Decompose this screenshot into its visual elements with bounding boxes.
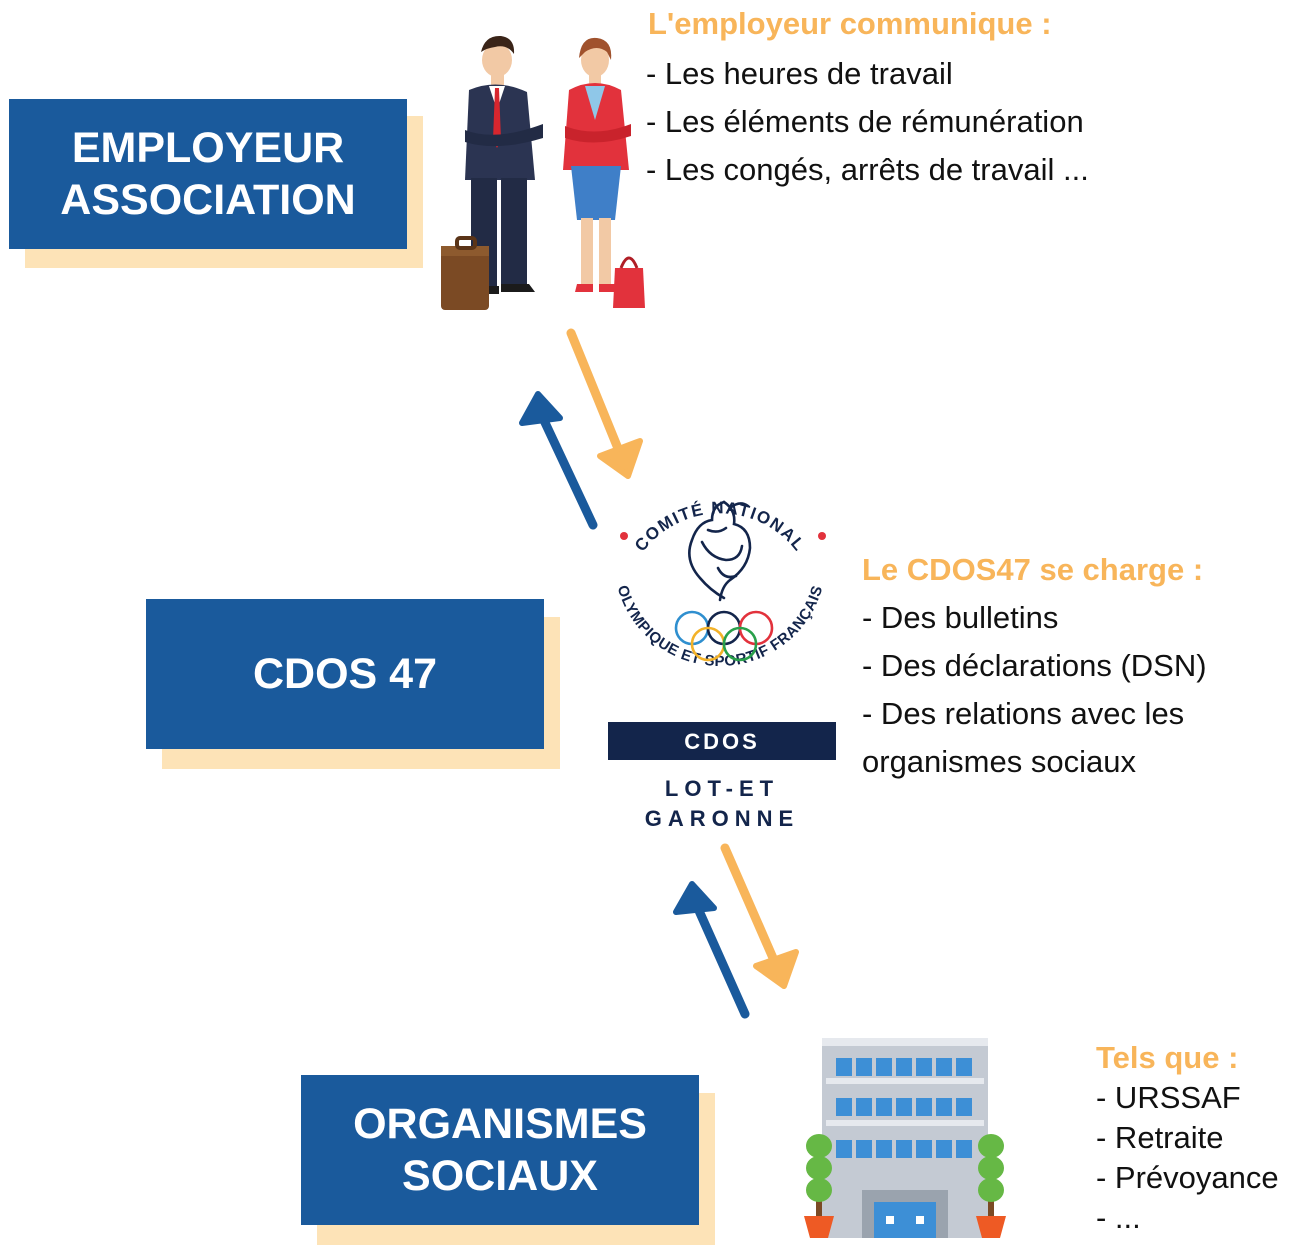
businesswoman-figure [563, 37, 631, 292]
organismes-item-1: - URSSAF [1096, 1080, 1241, 1115]
employer-item-3: - Les congés, arrêts de travail ... [646, 152, 1089, 187]
logo-bar-label: CDOS [684, 729, 760, 754]
office-building-icon [804, 1038, 1006, 1238]
employer-item-2: - Les éléments de rémunération [646, 104, 1084, 139]
olympic-rings-icon [674, 610, 774, 662]
employer-heading: L'employeur communique : [648, 6, 1052, 41]
cdos-item-2: - Des déclarations (DSN) [862, 648, 1207, 683]
windows-row-3 [836, 1140, 972, 1158]
cdos-box-label: CDOS 47 [252, 649, 437, 698]
rooster-icon [688, 500, 752, 602]
logo-sub-line1: LOT-ET [665, 776, 779, 801]
cdos-item-1: - Des bulletins [862, 600, 1059, 635]
logo-bar [608, 722, 836, 760]
tree-left-icon [804, 1134, 834, 1238]
windows-row-1 [836, 1058, 972, 1076]
organismes-item-4: - ... [1096, 1200, 1141, 1235]
organismes-box-line2: SOCIAUX [402, 1152, 598, 1200]
cdos-item-3: - Des relations avec les [862, 696, 1185, 731]
businessman-figure [463, 35, 543, 294]
organismes-heading: Tels que : [1096, 1040, 1239, 1075]
employer-box-line2: ASSOCIATION [60, 176, 356, 224]
employer-box: EMPLOYEUR ASSOCIATION [9, 99, 407, 249]
organismes-item-2: - Retraite [1096, 1120, 1224, 1155]
employer-box-line1: EMPLOYEUR [71, 123, 345, 172]
cdos-logo: COMITÉ NATIONAL OLYMPIQUE ET SPORTIF FRA… [608, 498, 836, 831]
organismes-box: ORGANISMES SOCIAUX [301, 1075, 699, 1225]
logo-dot-right [818, 532, 826, 540]
building-door [874, 1202, 936, 1238]
handbag-icon [613, 256, 645, 308]
business-people-icon [441, 35, 645, 310]
windows-row-2 [836, 1098, 972, 1116]
logo-dot-left [620, 532, 628, 540]
logo-sub-line2: GARONNE [645, 806, 799, 831]
tree-right-icon [976, 1134, 1006, 1238]
briefcase-icon [441, 236, 489, 310]
cdos-heading: Le CDOS47 se charge : [862, 552, 1204, 587]
cdos-box: CDOS 47 [146, 599, 544, 749]
cdos-item-4: organismes sociaux [862, 744, 1136, 779]
employer-item-1: - Les heures de travail [646, 56, 953, 91]
organismes-box-line1: ORGANISMES [353, 1099, 647, 1148]
organismes-item-3: - Prévoyance [1096, 1160, 1279, 1195]
